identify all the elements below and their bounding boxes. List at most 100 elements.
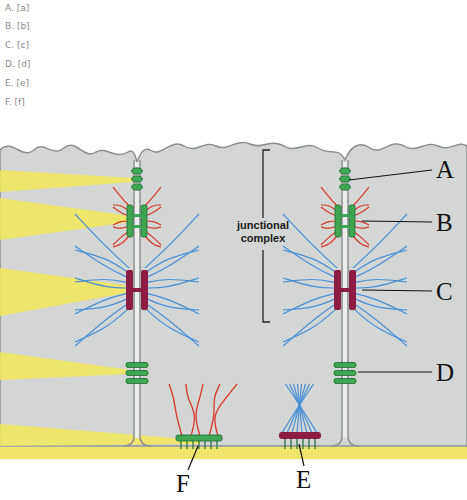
tight-junction <box>340 184 351 190</box>
bracket-line <box>263 150 270 218</box>
leader-line <box>299 444 304 466</box>
desmosome-plaque <box>349 270 356 310</box>
desmosome-link <box>133 288 141 292</box>
intermediate-filament <box>75 303 129 346</box>
integrin-leg <box>284 438 285 449</box>
callout-letter: B <box>436 210 453 235</box>
intermediate-filament <box>283 308 337 342</box>
integrin-leg <box>314 438 315 449</box>
bracket-line <box>263 250 270 322</box>
integrin-leg <box>290 438 291 449</box>
basal-lamina <box>0 447 467 459</box>
integrin-leg <box>296 438 297 449</box>
actin-filament <box>145 236 161 247</box>
intermediate-filament <box>353 293 407 314</box>
answer-option: C. [c] <box>5 40 29 50</box>
leader-lines <box>188 170 432 470</box>
gap-junction <box>126 363 148 368</box>
intermediate-filament <box>145 214 199 268</box>
leader-line <box>188 446 198 470</box>
intermediate-filament <box>75 293 129 314</box>
answer-option: A. [a] <box>5 3 29 13</box>
actin-filament <box>186 384 194 436</box>
intercellular-space <box>343 162 347 438</box>
adherens-link <box>133 225 141 228</box>
desmosome-plaque <box>141 270 148 310</box>
desmosome-plaque <box>334 270 341 310</box>
intermediate-filament <box>283 303 337 346</box>
intermediate-filament <box>145 278 199 288</box>
intermediate-filament <box>145 246 199 278</box>
adherens-link <box>341 214 349 217</box>
tight-junction <box>340 168 351 174</box>
actin-filament <box>113 187 129 206</box>
desmosome-link <box>341 288 349 292</box>
intermediate-filament <box>75 214 129 268</box>
actin-filament <box>321 236 337 247</box>
actin-filament <box>196 384 203 436</box>
answer-option: D. [d] <box>5 59 30 69</box>
intermediate-filament <box>75 278 129 288</box>
intermediate-filament <box>353 308 407 342</box>
intermediate-filament <box>282 384 314 433</box>
intermediate-filament <box>75 246 129 278</box>
tight-junction <box>132 176 143 182</box>
intermediate-filament <box>353 250 407 273</box>
intermediate-filament <box>286 384 318 433</box>
intermediate-filament <box>145 303 199 346</box>
focal-adhesion-plate <box>176 435 222 441</box>
tight-junction <box>132 168 143 174</box>
intermediate-filament <box>75 250 129 273</box>
leader-line <box>349 170 432 180</box>
intermediate-filament <box>290 384 313 433</box>
integrin-leg <box>308 438 309 449</box>
intermediate-filament <box>294 384 308 433</box>
adherens-link <box>133 214 141 217</box>
actin-filament <box>353 236 369 247</box>
intermediate-filament <box>283 293 337 314</box>
intermediate-filament <box>75 308 129 342</box>
gap-junction <box>334 363 356 368</box>
gap-junction <box>334 371 356 376</box>
adherens-plaque <box>127 205 133 237</box>
actin-filament <box>321 187 337 206</box>
gap-junction <box>126 379 148 384</box>
adherens-plaque <box>141 205 147 237</box>
callout-letter: E <box>296 467 311 492</box>
intermediate-filament <box>283 250 337 273</box>
tight-junction <box>132 184 143 190</box>
junctions <box>75 168 407 449</box>
light-beam <box>0 424 200 446</box>
leader-line <box>362 221 432 222</box>
desmosome-plaque <box>126 270 133 310</box>
light-beam <box>0 170 133 192</box>
intermediate-filament <box>353 246 407 278</box>
tight-junction <box>340 176 351 182</box>
callout-letter: C <box>436 279 453 304</box>
bracket-label: junctional complex <box>228 219 298 244</box>
callout-letter: D <box>436 360 454 385</box>
actin-filament <box>209 384 220 436</box>
adherens-link <box>341 225 349 228</box>
lateral-membrane <box>123 160 151 446</box>
gap-junction <box>334 379 356 384</box>
intermediate-filament <box>283 214 337 268</box>
actin-filament <box>169 384 182 436</box>
epithelial-cells <box>0 142 467 446</box>
answer-option: E. [e] <box>5 78 29 88</box>
answer-option: B. [b] <box>5 21 30 31</box>
intermediate-filament <box>283 278 337 288</box>
intermediate-filament <box>283 246 337 278</box>
light-beam <box>0 352 131 380</box>
adherens-plaque <box>349 205 355 237</box>
leader-line <box>358 371 432 372</box>
integrin-leg <box>302 438 303 449</box>
light-beams <box>0 170 200 446</box>
actin-filament <box>145 187 161 206</box>
callout-letter: F <box>176 471 190 496</box>
intermediate-filament <box>353 303 407 346</box>
adherens-plaque <box>335 205 341 237</box>
leader-line <box>362 290 432 291</box>
intermediate-filament <box>145 308 199 342</box>
intercellular-space <box>135 162 139 438</box>
